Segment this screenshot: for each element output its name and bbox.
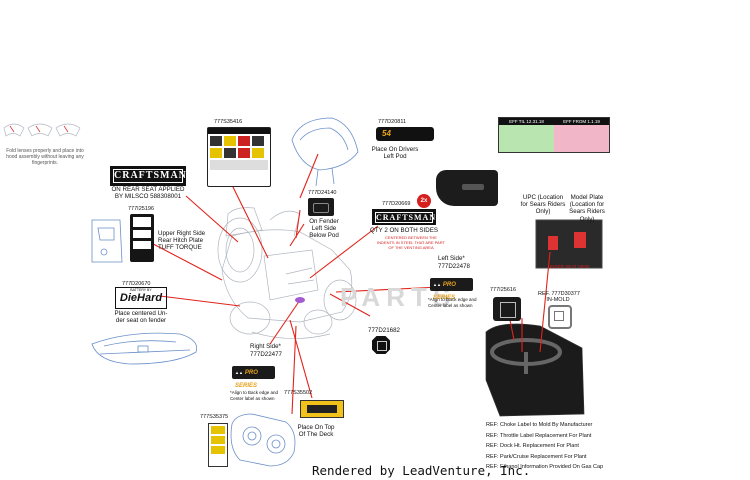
in-mold-emblem: [548, 305, 572, 329]
fender-part: [91, 332, 198, 365]
hood-part: [291, 117, 359, 187]
diehard-decal: BATTERY BY DieHard: [115, 287, 167, 309]
in-mold-label: IN-MOLD: [546, 297, 570, 303]
ref-list: REF: Choke Label to Mold By Manufacturer…: [486, 422, 606, 471]
seat-outline: [485, 323, 585, 417]
under-seat-view: [535, 219, 603, 269]
hitch-torque-decal: [130, 214, 154, 262]
place-on-top-label: Place On Top Of The Deck: [297, 424, 335, 439]
upper-right-side-label: Upper Right Side Rear Hitch Plate TUFF T…: [158, 230, 206, 252]
ref-777D30377: REF. 777D30377: [538, 291, 580, 297]
tractor-illustration: [217, 207, 357, 339]
left-pro-series-decal: ▲▲PRO SERIES: [430, 278, 473, 301]
pn-777I25196: 777I25196: [128, 206, 154, 212]
hitch-plate-part: [91, 219, 123, 263]
ref-item: REF: Park/Cruise Replacement For Plant: [486, 453, 587, 460]
centered-note: CENTERED BETWEEN THE INDENTS IN STEEL TH…: [377, 235, 445, 250]
qty-both-sides-label: QTY 2 ON BOTH SIDES: [370, 227, 438, 234]
align-black-edge-note: *Align to black edge and Center label as…: [428, 297, 477, 308]
pn-777S35375: 777S35375: [200, 414, 229, 420]
ref-item: REF: Throttle Label Replacement For Plan…: [486, 432, 592, 439]
fender-pod-decal: [308, 198, 334, 216]
pn-777D24140: 777D24140: [308, 190, 337, 196]
pn-777D20669: 777D20669: [382, 201, 411, 207]
engine-badge: [295, 297, 305, 303]
two-x-badge: 2x: [417, 194, 431, 208]
drivers-pod-decal: 54: [376, 127, 434, 141]
eff-panel: EFF TIL 12.31.18 EFF FROM 1.1.19: [498, 117, 610, 153]
align-back-edge-note: *Align to Back edge and Center label as …: [230, 390, 279, 401]
upc-label: UPC (Location for Sears Riders Only): [520, 194, 566, 216]
deck-height-decal: [300, 400, 344, 418]
ref-item: REF: Dock Ht. Replacement For Plant: [486, 443, 579, 449]
pn-777I25616: 777I25616: [490, 287, 516, 293]
hood-craftsman-decal: CRAFTSMAN: [372, 209, 436, 225]
pn-777S35502: 777S35502: [284, 390, 313, 396]
pn-777D22477: 777D22477: [250, 351, 282, 358]
rendered-by-footer: Rendered by LeadVenture, Inc.: [312, 463, 531, 478]
right-side-label: Right Side*: [250, 343, 281, 350]
throttle-decal: [493, 297, 521, 321]
pn-777D20811: 777D20811: [378, 119, 407, 125]
pn-777D20670: 777D20670: [122, 281, 151, 287]
hood-side-panel: [436, 170, 498, 206]
ref-item: REF: Choke Label to Mold By Manufacturer: [486, 422, 593, 428]
right-pro-series-decal: ▲▲PRO SERIES: [232, 366, 275, 389]
ref-item: REF: Ethanol Information Provided On Gas…: [486, 464, 604, 470]
place-on-drivers-label: Place On Drivers Left Pod: [371, 146, 419, 161]
deck-warning-decal: [208, 423, 228, 467]
left-side-label: Left Side*: [438, 255, 465, 262]
pn-777D22478: 777D22478: [438, 263, 470, 270]
logo-emblem-decal: [372, 336, 390, 354]
fold-note: Fold lenses properly and place into hood…: [6, 148, 84, 166]
rear-seat-applied-label: ON REAR SEAT APPLIED BY MILSCO 588308001: [111, 186, 185, 201]
place-centered-label: Place centered Un- der seat on fender: [114, 310, 168, 325]
under-seat-view-label: UNDER SEAT VIEW: [548, 264, 590, 269]
deck-cover-part: [230, 413, 296, 467]
safety-warning-decal: [207, 127, 271, 187]
seat-craftsman-decal: CRAFTSMAN: [110, 166, 186, 186]
model-plate-label: Model Plate (Location for Sears Riders O…: [569, 194, 605, 223]
pn-777D21682: 777D21682: [368, 327, 400, 334]
on-fender-label: On Fender Left Side Below Pod: [309, 218, 339, 240]
pn-777S35416: 777S35416: [214, 119, 243, 125]
lens-assembly: [3, 123, 81, 137]
